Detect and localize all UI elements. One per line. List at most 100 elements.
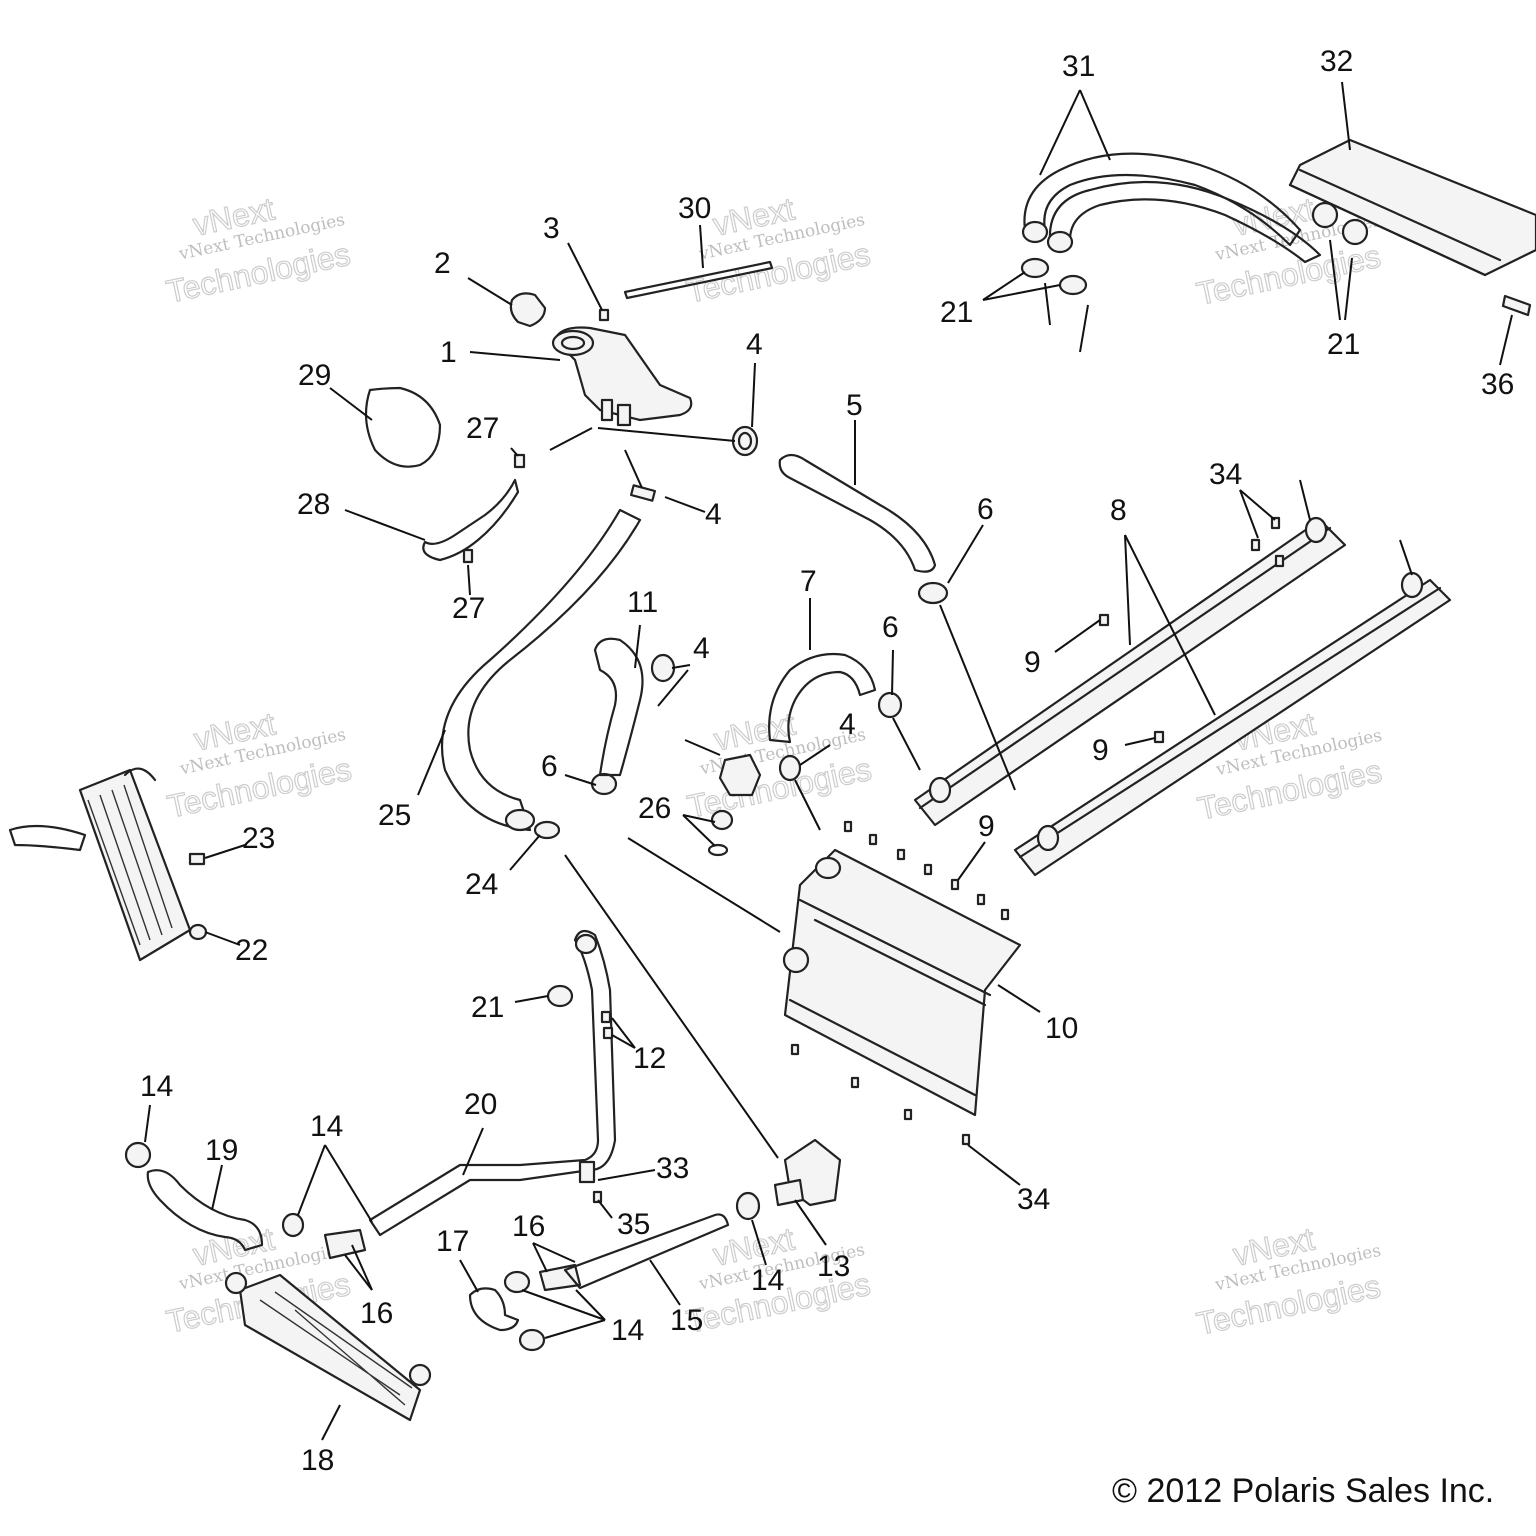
part-8-rail-upper — [913, 516, 1347, 827]
callout-27: 27 — [466, 412, 499, 445]
part-6-clamp — [877, 691, 903, 719]
radiator-screws — [790, 820, 1010, 1146]
callout-21: 21 — [1327, 328, 1360, 361]
callout-16: 16 — [512, 1210, 545, 1243]
part-10-radiator — [782, 848, 1022, 1117]
part-8-rail-lower — [1013, 571, 1452, 877]
part-14-clamp — [503, 1270, 531, 1294]
leader-lines — [144, 81, 1513, 1441]
part-14-clamp — [281, 1212, 305, 1238]
part-22-nut — [188, 923, 208, 941]
part-4-clamp — [778, 754, 802, 782]
watermark: vNext vNext Technologies Technologies — [683, 190, 874, 310]
callout-17: 17 — [436, 1225, 469, 1258]
part-17-hose — [468, 1287, 520, 1332]
part-2-cap — [509, 292, 547, 328]
callout-30: 30 — [678, 192, 711, 225]
callout-28: 28 — [297, 488, 330, 521]
copyright-notice: © 2012 Polaris Sales Inc. — [1112, 1472, 1495, 1510]
part-14-clamp — [735, 1191, 761, 1221]
part-12-clip — [602, 1026, 614, 1040]
callout-14: 14 — [310, 1110, 343, 1143]
part-34-screw — [1274, 554, 1285, 568]
part-16-fitting — [538, 1263, 582, 1292]
part-20-hose-end — [574, 933, 598, 955]
part-32-cooler — [1288, 138, 1536, 277]
part-36-bolt — [1501, 294, 1532, 317]
callout-33: 33 — [656, 1152, 689, 1185]
part-7-hose — [768, 652, 877, 744]
part-12-clip — [600, 1010, 612, 1024]
part-30-rod — [623, 260, 774, 300]
callout-23: 23 — [242, 822, 275, 855]
part-31-hose-end — [1021, 220, 1049, 244]
watermark: vNext vNext Technologies Technologies — [163, 190, 354, 310]
part-5-hose — [778, 453, 937, 573]
callouts: 1 2 3 30 29 27 28 27 4 4 5 6 31 32 21 21… — [140, 45, 1514, 1477]
part-14-clamp — [124, 1141, 152, 1169]
callout-15: 15 — [670, 1304, 703, 1337]
callout-6: 6 — [977, 493, 994, 526]
callout-25: 25 — [378, 799, 411, 832]
callout-16: 16 — [360, 1297, 393, 1330]
callout-6: 6 — [882, 611, 899, 644]
callout-4: 4 — [693, 632, 710, 665]
callout-11: 11 — [627, 586, 658, 619]
callout-19: 19 — [205, 1134, 238, 1167]
part-15-hose — [563, 1213, 730, 1290]
callout-14: 14 — [751, 1264, 784, 1297]
part-21-clamp — [1058, 274, 1088, 296]
callout-9: 9 — [978, 810, 995, 843]
part-16-fitting — [323, 1228, 367, 1260]
callout-31: 31 — [1062, 50, 1095, 83]
callout-7: 7 — [800, 565, 817, 598]
part-21-clamp — [546, 984, 574, 1008]
callout-21: 21 — [940, 296, 973, 329]
part-34-screw — [1270, 516, 1281, 530]
part-9-screw — [1153, 730, 1165, 744]
callout-24: 24 — [465, 868, 498, 901]
part-left-cooler — [8, 767, 192, 962]
part-21-clamp — [1020, 257, 1050, 279]
callout-35: 35 — [617, 1208, 650, 1241]
callout-4: 4 — [839, 708, 856, 741]
callout-14: 14 — [611, 1314, 644, 1347]
callout-1: 1 — [440, 336, 457, 369]
callout-18: 18 — [301, 1444, 334, 1477]
callout-32: 32 — [1320, 45, 1353, 78]
part-28-hose — [422, 478, 520, 562]
part-33-clamp — [578, 1160, 596, 1184]
part-27-clip — [462, 548, 474, 564]
callout-4: 4 — [746, 328, 763, 361]
part-20-hose — [368, 929, 617, 1237]
callout-8: 8 — [1110, 494, 1127, 527]
callout-10: 10 — [1045, 1012, 1078, 1045]
callout-13: 13 — [817, 1250, 850, 1283]
callout-29: 29 — [298, 359, 331, 392]
callout-26: 26 — [638, 792, 671, 825]
part-9-screw — [1098, 613, 1110, 627]
callout-6: 6 — [541, 750, 558, 783]
part-23-bolt — [188, 852, 206, 866]
callout-34: 34 — [1209, 458, 1242, 491]
part-35-screw — [592, 1190, 603, 1204]
callout-36: 36 — [1481, 368, 1514, 401]
part-31-hose — [1023, 152, 1302, 247]
part-4-clamp — [650, 653, 676, 683]
callout-20: 20 — [464, 1088, 497, 1121]
callout-2: 2 — [434, 247, 451, 280]
callout-14: 14 — [140, 1070, 173, 1103]
part-13-water-pump — [773, 1138, 842, 1207]
part-18-intercooler — [224, 1271, 432, 1422]
callout-12: 12 — [633, 1042, 666, 1075]
part-11-hose — [593, 637, 644, 777]
part-1-coolant-bottle — [551, 326, 693, 427]
part-34-screw — [1250, 538, 1261, 552]
callout-4: 4 — [705, 498, 722, 531]
callout-9: 9 — [1092, 734, 1109, 767]
part-4-clamp — [629, 484, 657, 502]
callout-5: 5 — [846, 389, 863, 422]
part-3-screw — [598, 308, 610, 322]
callout-22: 22 — [235, 934, 268, 967]
